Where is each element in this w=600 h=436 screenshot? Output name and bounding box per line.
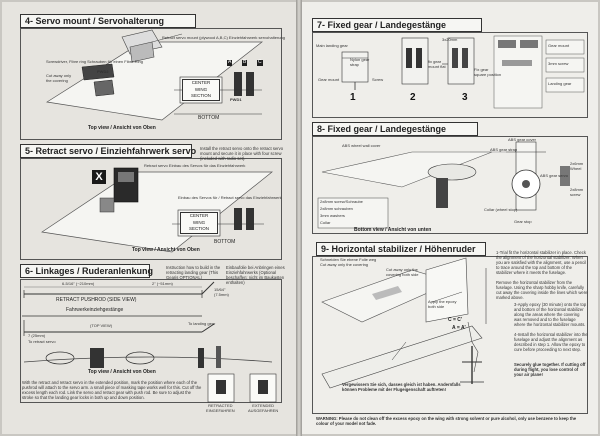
s9-callout-2: Cut away only the covering both side	[386, 267, 419, 277]
stabilizer-diagram	[321, 257, 487, 389]
s9-warning: WARNING: Please do not clean off the exc…	[316, 416, 577, 426]
s4-callout-screws: Screwdriver, Fibre ring Schrauben für ei…	[46, 59, 143, 64]
s4-pwd-label: PWD2	[97, 69, 109, 74]
section-6-frame	[20, 279, 282, 403]
s8-hw-2: 2x8mm schrauben	[320, 206, 353, 211]
s7-dim: 3x20mm	[442, 37, 458, 42]
section-7-frame	[312, 32, 588, 118]
s9-text-2: Remove the horizontal stabilizer from th…	[496, 280, 588, 300]
s8-hw-1: 2x8mm screw/Schraube	[320, 199, 363, 204]
s5-top-view: Top view / Ansicht von Oben	[132, 247, 200, 253]
s9-text-1: 1-Trial fit the horizontal stabilizer in…	[496, 250, 587, 275]
s9-callout-1: Schneiden Sie ebene Folie weg Cut away o…	[320, 257, 377, 267]
s6-dim2: 2" (~51mm)	[152, 281, 173, 286]
s6-to-gear: To landing gear	[188, 321, 216, 326]
s6-dim4: 7 (25mm)	[28, 333, 46, 338]
s9-eq-a: A = A'	[452, 325, 466, 331]
s5-callout-servo: Retract servo Einbau des Servos für das …	[144, 163, 246, 168]
s6-paragraph: With the retract and retract servo in th…	[22, 380, 202, 400]
s6-fahrwerk-label: Fahrwerkeinziehgestänge	[66, 307, 124, 313]
s4-label-a: A	[227, 59, 233, 66]
s6-top-view: Top view / Ansicht von Oben	[88, 369, 156, 375]
s8-gear-stop: Gear stop	[514, 219, 532, 224]
s5-center-wing: CENTER WING SECTION	[180, 212, 218, 234]
s8-gear-cover: ABS gear cover	[508, 137, 537, 142]
section-5-title: 5- Retract servo / Einziehfahrwerk servo	[20, 144, 196, 158]
s4-pwd1-label: PWD1	[230, 97, 242, 102]
s7-step-3: 3	[462, 92, 468, 103]
s8-gear-strap: ABS gear strap	[490, 147, 518, 152]
s4-center-wing: CENTER WING SECTION	[182, 79, 220, 101]
s8-hw-4: Collar	[320, 220, 331, 225]
s8-bottom-view: Bottom view / Ansicht von unten	[354, 227, 432, 233]
s8-gear-servo: ABS gear servo	[540, 173, 569, 178]
s7-part-1: Gear mount	[548, 43, 570, 48]
s9-warning-de: Vergewissern Sie sich, dasses gleich ist…	[342, 382, 461, 392]
section-8-title: 8- Fixed gear / Landegestänge	[312, 122, 478, 136]
s4-label-b: B	[242, 59, 248, 66]
s6-dim1: 6-5/16" (~210mm)	[62, 281, 95, 286]
s7-part-3: Landing gear	[548, 81, 572, 86]
section-4-title: 4- Servo mount / Servohalterung	[20, 14, 196, 28]
s8-hw-3: 3mm washers	[320, 213, 345, 218]
s4-bottom-label: BOTTOM	[198, 115, 220, 121]
s5-x-mark: X	[92, 170, 106, 184]
section-4-frame	[20, 28, 282, 140]
s8-wheel: 2x6mm Wheel	[570, 161, 584, 171]
fixed-gear-install-diagram	[317, 141, 570, 229]
s4-label-c: C	[257, 59, 263, 66]
s4-callout-mount: Retract servo mount (plywood A,B,C) Einz…	[162, 35, 285, 40]
s5-install-text: Install the retract servo onto the retra…	[200, 146, 284, 161]
s7-nylon-strap: Nylon gear strap	[350, 57, 370, 67]
left-page: 4- Servo mount / Servohalterung Retract …	[2, 2, 296, 434]
s6-top-view-small: (TOP VIEW)	[90, 323, 113, 328]
s6-instruction-de: Einbaufolie bei Anbringen eines Einziehf…	[226, 265, 285, 285]
s7-fix-square: Fix gear square position	[474, 67, 502, 77]
s8-collar: Collar (wheel stop)	[484, 207, 518, 212]
s8-screw: 2x8mm screw	[570, 187, 584, 197]
s9-eq-c: C = C'	[448, 317, 463, 323]
s4-top-view: Top view / Ansicht von Oben	[88, 125, 156, 131]
s7-gear-mount: Gear mount	[318, 77, 340, 82]
s7-screw: Screw	[372, 77, 384, 82]
s9-text-3: 3-Apply epoxy (30 minute) onto the top a…	[514, 302, 587, 327]
s6-extended: EXTENDED AUSGEFAHREN	[248, 403, 279, 413]
s7-step-1: 1	[350, 92, 356, 103]
fixed-gear-steps-diagram	[341, 35, 585, 109]
s6-retracted: RETRACTED EINGEFAHREN	[206, 403, 235, 413]
s5-callout-servo-de: Einbau des Servos für / Retract servo da…	[178, 195, 282, 200]
s6-to-servo: To retract servo	[28, 339, 56, 344]
s9-secure: Securely glue together. If cutting off d…	[514, 362, 586, 377]
book-spine	[296, 0, 302, 436]
servo-mount-diagram	[46, 29, 264, 121]
s7-part-2: 3mm screw	[548, 61, 569, 66]
section-5-frame	[20, 158, 282, 260]
linkage-diagram	[22, 281, 277, 403]
right-page: 7- Fixed gear / Landegestänge Main landi…	[302, 2, 598, 434]
section-8-frame	[312, 136, 588, 234]
section-9-title: 9- Horizontal stabilizer / Höhenruder	[316, 242, 486, 256]
section-7-title: 7- Fixed gear / Landegestänge	[312, 18, 482, 32]
s7-step-2: 2	[410, 92, 416, 103]
s5-bottom-label: BOTTOM	[214, 239, 236, 245]
s9-text-4: 4-Install the horizontal stabilizer into…	[514, 332, 588, 352]
s9-apply-epoxy: Apply the epoxy both side	[428, 299, 457, 309]
s4-callout-cut: Cut away only the covering	[46, 73, 72, 83]
s7-main-gear: Main landing gear	[316, 43, 348, 48]
s6-dim3: 15/64" (7.5mm)	[214, 287, 229, 297]
section-6-title: 6- Linkages / Ruderanlenkung	[20, 264, 153, 278]
section-9-frame	[312, 256, 588, 414]
s8-wheel-cover: ABS wheel wall cover	[342, 143, 381, 148]
s6-instruction: Instruction how to build in the retracti…	[166, 265, 221, 280]
s6-pushrod-label: RETRACT PUSHROD (SIDE VIEW)	[56, 297, 137, 303]
s7-fix-flat: fix gear mount flat	[428, 59, 446, 69]
